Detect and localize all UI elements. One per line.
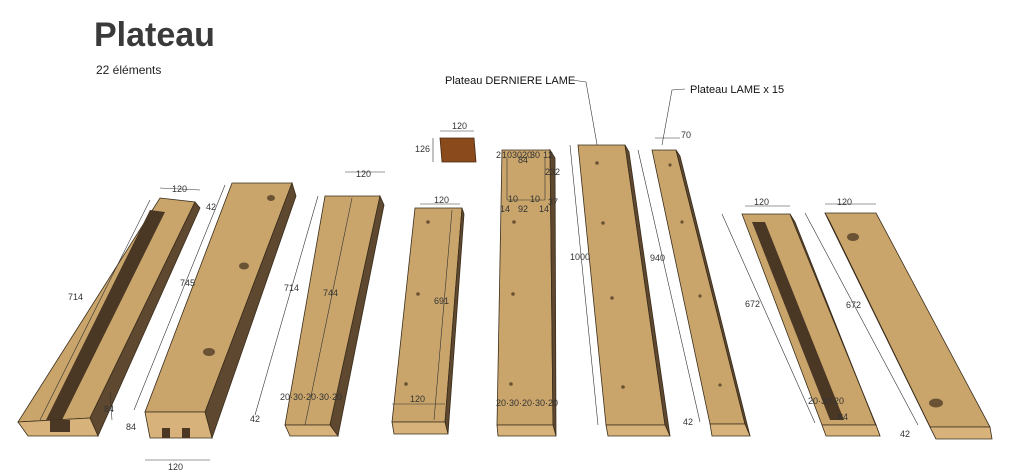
p3-length-a-label: 714 (284, 283, 299, 293)
p5-inner: 84 (518, 155, 528, 165)
piece-8-grooved-board (721, 205, 881, 437)
piece-6-long-board (569, 144, 671, 437)
p5-right-a: 10 (530, 194, 540, 204)
p6-length-label: 1000 (570, 252, 590, 262)
piece-2-thick-board (133, 181, 297, 461)
callout-board-x15: Plateau LAME x 15 (690, 84, 784, 96)
piece-7-narrow-board (637, 137, 751, 437)
p2-width-label: 120 (168, 462, 183, 472)
piece-4-board (391, 203, 465, 435)
p5-left-a: 10 (508, 194, 518, 204)
p3-width-label: 120 (356, 169, 371, 179)
piece-1-grooved-board (17, 187, 201, 437)
callout-last-board: Plateau DERNIERE LAME (445, 75, 575, 87)
p5-edge-r: 14 (539, 204, 549, 214)
p5-height: 232 (545, 167, 560, 177)
p5-spacing: 20·30·20·30·20 (496, 398, 558, 408)
p9-length-label: 672 (846, 300, 861, 310)
p1-depth-label: 42 (206, 202, 216, 212)
small-panel (432, 130, 477, 163)
p8-width-label: 120 (754, 197, 769, 207)
p7-width-label: 70 (681, 130, 691, 140)
p2-height-label: 84 (126, 422, 136, 432)
p4-width-label: 120 (434, 195, 449, 205)
p8-spacing-label: 20·30·20 (808, 396, 844, 406)
p7-length-label: 940 (650, 253, 665, 263)
p5-edge-l: 14 (500, 204, 510, 214)
element-count: 22 éléments (96, 63, 162, 77)
p1-length-label: 714 (68, 292, 83, 302)
p5-top-c: 30 (512, 150, 522, 160)
p5-right-h: 37 (548, 197, 558, 207)
p5-mid: 92 (518, 204, 528, 214)
p5-top-d: 20 (522, 150, 532, 160)
p4-bottom-width-label: 120 (410, 394, 425, 404)
p7-depth-label: 42 (683, 417, 693, 427)
p2-length-label: 745 (180, 278, 195, 288)
p5-top-b: 10 (502, 150, 512, 160)
p1-width-label: 120 (172, 184, 187, 194)
small-height-label: 126 (415, 144, 430, 154)
piece-3-slotted-board (254, 171, 385, 437)
p9-depth-label: 42 (900, 429, 910, 439)
small-width-label: 120 (452, 121, 467, 131)
p5-top-f: 12 (543, 150, 553, 160)
page-title: Plateau (94, 16, 215, 54)
p9-width-label: 120 (837, 197, 852, 207)
p8-foot-label: 84 (838, 412, 848, 422)
p4-length-label: 691 (434, 296, 449, 306)
p3-spacing-label: 20·30·20·30·20 (280, 392, 342, 402)
piece-9-thick-board (804, 203, 993, 440)
p8-length-label: 672 (745, 299, 760, 309)
p3-depth-label: 42 (250, 414, 260, 424)
p5-top-a: 2 (496, 150, 501, 160)
p1-foot-label: 84 (104, 404, 114, 414)
p5-top-e: 30 (530, 150, 540, 160)
piece-5-framed-panel (496, 148, 557, 437)
p3-length-b-label: 744 (323, 288, 338, 298)
